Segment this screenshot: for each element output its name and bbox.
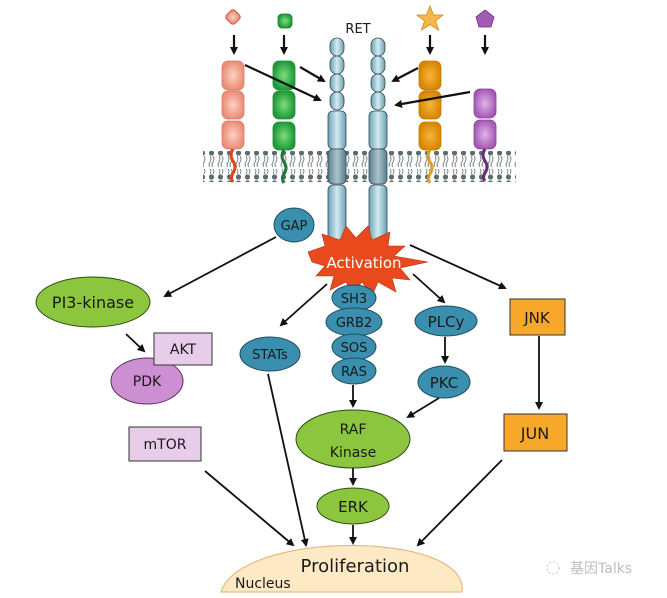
arrow: [391, 67, 419, 82]
ligand-star-icon: [415, 4, 445, 31]
arrow: [125, 333, 146, 353]
activation-label: Activation: [326, 254, 401, 272]
pi3k-label: PI3-kinase: [52, 293, 134, 312]
sh3-label: SH3: [341, 292, 367, 307]
arrow: [244, 64, 322, 102]
arrow: [299, 66, 326, 83]
watermark-label: 基因Talks: [570, 560, 632, 577]
arrow: [163, 236, 277, 297]
activation-burst: [307, 225, 429, 297]
arrow: [204, 470, 295, 547]
ret-chain-right: [368, 37, 388, 256]
cell-membrane: [203, 151, 516, 182]
watermark: 基因Talks: [546, 560, 632, 577]
grb2-label: GRB2: [336, 316, 372, 331]
ras-node: [331, 357, 377, 385]
wechat-icon: [546, 561, 560, 575]
ligand-pentagon-icon: [475, 9, 495, 28]
gap-node: [273, 207, 315, 243]
arrow: [279, 283, 328, 327]
coreceptor-purple: [473, 88, 497, 183]
jun-node: [503, 413, 568, 452]
pi3k-node: [35, 276, 151, 328]
gap-label: GAP: [281, 219, 308, 234]
sos-label: SOS: [341, 341, 368, 356]
coreceptor-green: [272, 60, 296, 184]
coreceptor-salmon: [221, 60, 245, 183]
arrow: [406, 397, 440, 419]
pkc-node: [417, 365, 471, 399]
stats-label: STATs: [252, 348, 288, 363]
arrow: [412, 273, 446, 304]
ligand-square-icon: [277, 13, 293, 29]
mtor-node: [128, 426, 202, 462]
pkc-label: PKC: [430, 374, 459, 392]
arrow: [416, 459, 503, 547]
kinase-label: Kinase: [330, 445, 376, 461]
nucleus: [220, 545, 463, 593]
nucleus-label: Nucleus: [235, 576, 291, 592]
ret-label: RET: [345, 22, 370, 37]
plcy-label: PLCy: [428, 313, 465, 331]
arrow: [394, 90, 471, 108]
ligand-diamond-icon: [225, 9, 241, 25]
plcy-node: [414, 305, 478, 337]
pdk-label: PDK: [133, 374, 162, 390]
proliferation-label: Proliferation: [301, 556, 410, 577]
erk-label: ERK: [338, 498, 369, 516]
erk-node: [316, 487, 390, 525]
coreceptor-orange: [418, 60, 442, 184]
ret-receptor: [327, 37, 388, 256]
jun-label: JUN: [520, 424, 549, 443]
ras-label: RAS: [341, 365, 367, 380]
arrow: [267, 373, 309, 547]
akt-label: AKT: [170, 342, 197, 358]
jnk-node: [509, 298, 566, 336]
ret-chain-left: [327, 37, 347, 256]
pdk-node: [110, 357, 184, 405]
akt-node: [153, 332, 213, 366]
mtor-label: mTOR: [144, 437, 187, 453]
stats-node: [239, 336, 301, 372]
raf-label: RAF: [340, 422, 367, 438]
arrow: [409, 244, 507, 290]
jnk-label: JNK: [523, 309, 551, 327]
